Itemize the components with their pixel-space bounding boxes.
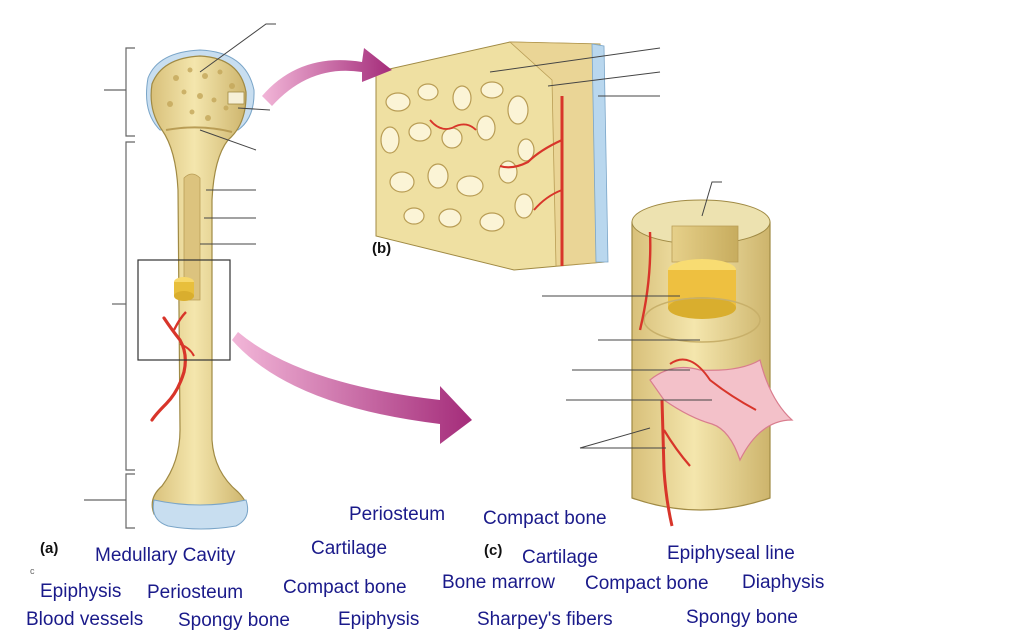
word-spongy-bone-1[interactable]: Spongy bone [178,610,290,631]
stray-mark: c [30,566,35,576]
zoom-arrows [232,48,472,444]
word-sharpeys-fibers[interactable]: Sharpey's fibers [477,609,613,630]
spongy-bone-block [375,41,609,271]
word-cartilage-1[interactable]: Cartilage [311,538,388,559]
word-periosteum-2[interactable]: Periosteum [147,582,244,603]
word-diaphysis[interactable]: Diaphysis [742,572,825,593]
word-compact-bone-2[interactable]: Compact bone [283,577,407,598]
panel-label-c: (c) [484,542,503,559]
word-periosteum-1[interactable]: Periosteum [349,504,446,525]
leader-lines-b [489,47,661,97]
word-medullary-cavity[interactable]: Medullary Cavity [95,545,236,566]
word-epiphyseal-line[interactable]: Epiphyseal line [667,543,795,564]
word-compact-bone-1[interactable]: Compact bone [483,508,607,529]
panel-label-b: (b) [372,240,392,257]
panel-label-a: (a) [40,540,59,557]
long-bone [137,49,255,530]
word-spongy-bone-2[interactable]: Spongy bone [686,607,798,628]
leader-lines-c [542,181,722,449]
diaphysis-section [631,199,794,527]
word-bone-marrow[interactable]: Bone marrow [442,572,555,593]
word-compact-bone-3[interactable]: Compact bone [585,573,709,594]
leader-lines-a [199,23,276,245]
region-brackets [84,47,135,529]
word-epiphysis-1[interactable]: Epiphysis [40,581,122,602]
word-cartilage-2[interactable]: Cartilage [522,547,599,568]
word-blood-vessels[interactable]: Blood vessels [26,609,144,630]
word-epiphysis-2[interactable]: Epiphysis [338,609,420,630]
